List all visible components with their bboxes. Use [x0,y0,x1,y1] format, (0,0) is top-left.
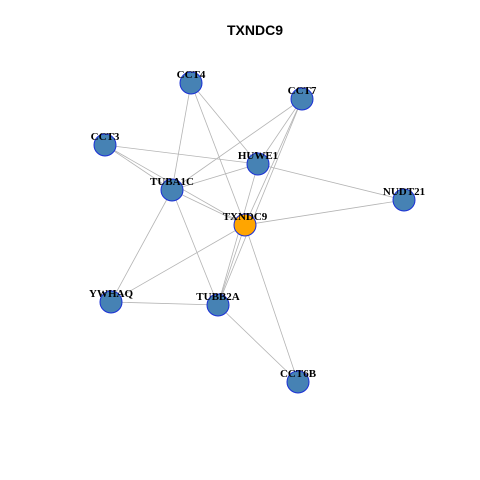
edge-txndc9-cct6b [244,224,299,383]
node-txndc9[interactable]: TXNDC9 [223,211,268,237]
edge-huwe1-tuba1c [171,163,259,191]
node-label: CCT6B [280,368,317,380]
node-label: NUDT21 [383,186,425,198]
node-circle[interactable] [179,71,203,95]
node-circle[interactable] [392,188,416,212]
edge-huwe1-nudt21 [257,163,405,201]
node-circle[interactable] [206,293,230,317]
edge-cct7-tubb2a [217,98,303,306]
edge-cct4-huwe1 [190,82,259,165]
node-label: TXNDC9 [223,211,268,223]
node-label: CCT7 [288,85,317,97]
edge-tubb2a-cct6b [217,304,299,383]
node-label: HUWE1 [238,150,278,162]
node-ywhaq[interactable]: YWHAQ [89,288,133,314]
edge-txndc9-nudt21 [244,199,405,226]
node-huwe1[interactable]: HUWE1 [238,150,278,176]
edge-cct7-tuba1c [171,98,303,191]
node-circle[interactable] [286,370,310,394]
node-label: TUBB2A [196,291,239,303]
node-tuba1c[interactable]: TUBA1C [150,176,194,202]
node-circle[interactable] [99,290,123,314]
edge-tuba1c-tubb2a [171,189,219,306]
edge-cct3-tuba1c [104,144,173,191]
node-cct7[interactable]: CCT7 [288,85,317,111]
edge-tuba1c-ywhaq [110,189,173,303]
node-cct3[interactable]: CCT3 [91,131,120,157]
node-label: YWHAQ [89,288,133,300]
node-circle[interactable] [290,87,314,111]
node-circle[interactable] [93,133,117,157]
node-tubb2a[interactable]: TUBB2A [196,291,240,317]
edge-txndc9-ywhaq [110,224,246,303]
edge-cct3-huwe1 [104,144,259,165]
node-circle[interactable] [160,178,184,202]
edge-cct7-txndc9 [244,98,303,226]
edge-layer [104,82,405,383]
node-label: TUBA1C [150,176,194,188]
node-label: CCT3 [91,131,120,143]
node-label: CCT4 [177,69,206,81]
node-cct6b[interactable]: CCT6B [280,368,317,394]
edge-cct7-huwe1 [257,98,303,165]
node-nudt21[interactable]: NUDT21 [383,186,425,212]
edge-cct4-tuba1c [171,82,192,191]
node-circle[interactable] [233,213,257,237]
edge-cct4-txndc9 [190,82,246,226]
node-cct4[interactable]: CCT4 [177,69,206,95]
edge-tuba1c-txndc9 [171,189,246,226]
edge-txndc9-tubb2a [217,224,246,306]
diagram-title: TXNDC9 [227,22,283,38]
edge-ywhaq-tubb2a [110,301,219,306]
edge-huwe1-tubb2a [217,163,259,306]
node-circle[interactable] [246,152,270,176]
